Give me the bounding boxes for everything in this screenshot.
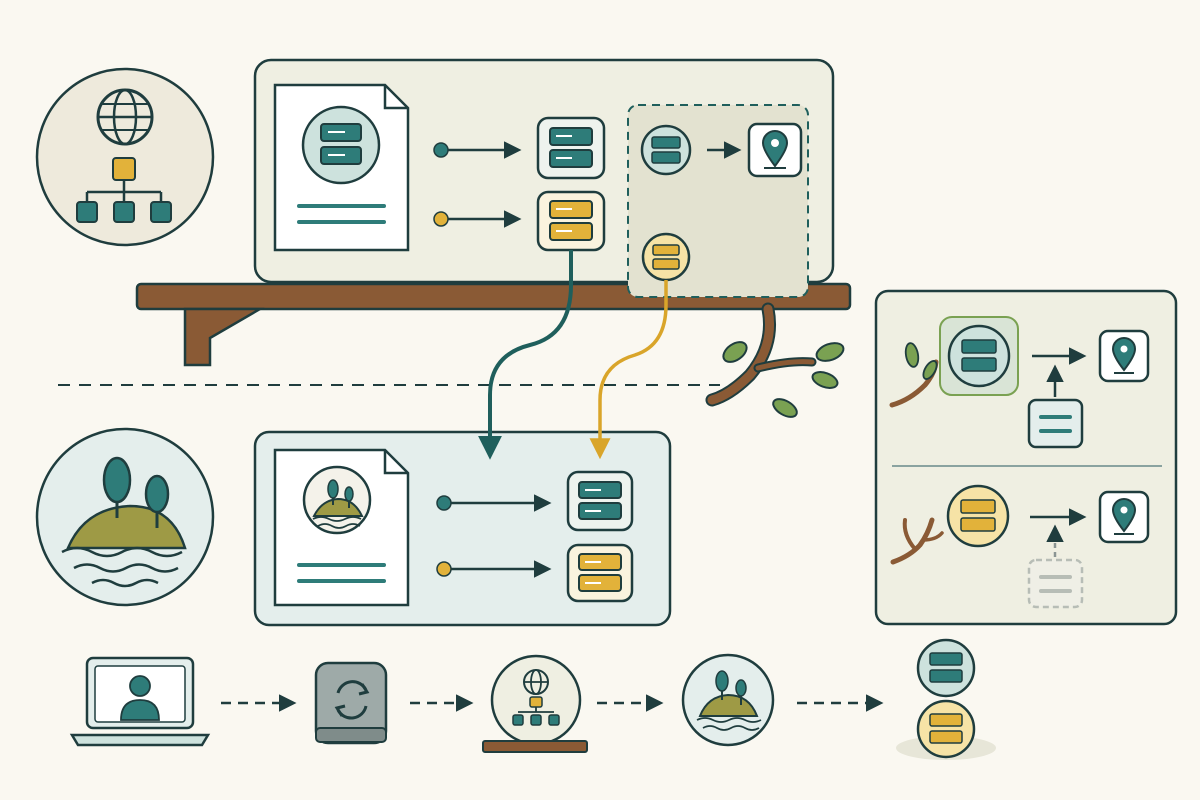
globe-icon [96,88,154,146]
zone-gold-server-badge [641,232,691,282]
lower-teal-link [436,494,552,512]
zone-teal-server-badge [640,124,692,176]
island-icon [61,456,187,588]
upper-gold-server-tile [536,190,606,252]
location-pin-icon [747,122,803,178]
upper-teal-server-tile [536,116,606,180]
lower-gold-server-tile [566,543,634,603]
tree-branch-icon [705,302,845,418]
upper-document [273,83,410,252]
top-teal-server-badge [947,324,1011,388]
bare-branch-icon [890,517,944,565]
upper-teal-link [433,141,522,159]
leafy-branch-icon [889,342,939,408]
laptop-user-icon [69,656,211,747]
upper-gold-link [433,210,522,228]
island-icon [312,479,364,529]
server-icon [320,123,362,165]
hierarchy-icon [76,157,172,223]
network-shelf-icon [482,654,588,753]
lower-teal-server-tile [566,470,634,532]
island-icon [681,653,775,747]
teal-migration-arrow [478,250,573,460]
bottom-config-card-ghost [1027,558,1084,609]
top-config-card [1027,398,1084,449]
lower-gold-link [436,560,552,578]
upper-region-circle [35,67,215,247]
location-pin-icon [1098,329,1150,383]
sync-icon [314,661,388,745]
lower-region-circle [35,427,215,607]
gold-migration-arrow [589,280,668,460]
bottom-gold-server-badge [946,484,1010,548]
lower-document [273,448,410,607]
tree-icon [102,456,170,528]
water-icon [61,546,183,588]
location-pin-icon [1098,490,1150,544]
server-stack-icon [896,638,996,760]
